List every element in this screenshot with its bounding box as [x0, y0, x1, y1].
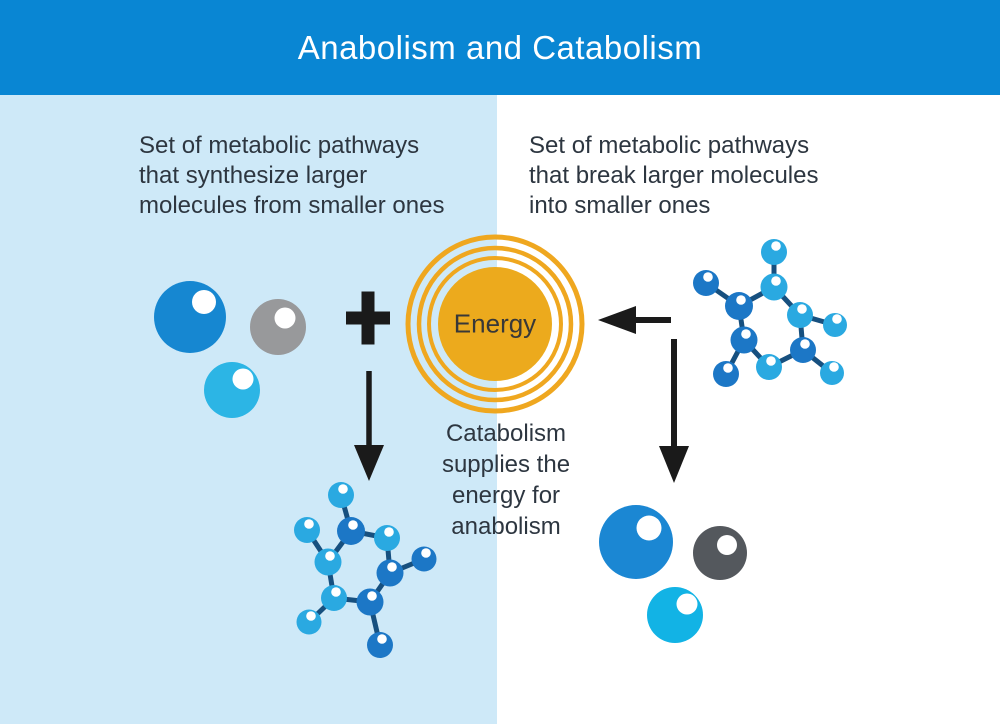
center-caption-line: Catabolism	[445, 420, 567, 447]
anabolism-description-line: molecules from smaller ones	[139, 192, 445, 219]
catabolism-description-line: into smaller ones	[529, 192, 711, 219]
sphere-highlight	[274, 307, 296, 329]
page-title: Anabolism and Catabolism	[297, 28, 703, 66]
energy-ring	[427, 256, 563, 392]
sphere-highlight	[232, 368, 254, 390]
energy-ring	[405, 234, 585, 414]
sphere-highlight	[717, 535, 737, 555]
atom-highlight	[325, 551, 335, 561]
energy-core	[438, 267, 552, 381]
atom-highlight	[331, 587, 341, 597]
large-molecule-being-broken-atom	[730, 326, 758, 354]
atom-highlight	[367, 591, 377, 601]
atom-highlight	[723, 363, 733, 373]
atom-highlight	[829, 362, 839, 372]
atom-highlight	[304, 519, 314, 529]
center-caption-line: anabolism	[451, 513, 561, 540]
atom-highlight	[384, 527, 394, 537]
catabolism-to-energy-arrow-head	[598, 306, 636, 334]
small-molecules-right-sphere	[599, 505, 673, 579]
atom-highlight	[703, 272, 713, 282]
small-molecules-left-sphere	[154, 281, 226, 353]
energy-label: Energy	[453, 308, 537, 339]
catabolism-description-line: that break larger molecules	[529, 162, 819, 189]
small-molecules-left-sphere	[204, 362, 260, 418]
atom-highlight	[771, 241, 781, 251]
small-molecules-right-sphere	[647, 587, 703, 643]
atom-highlight	[800, 339, 810, 349]
synthesized-large-molecule-atom	[314, 548, 342, 576]
small-molecules-left-sphere	[250, 299, 306, 355]
atom-highlight	[771, 276, 781, 286]
atom-highlight	[421, 548, 431, 558]
anabolism-description-line: Set of metabolic pathways	[139, 132, 420, 159]
synthesized-large-molecule-atom	[356, 588, 384, 616]
sphere-highlight	[636, 515, 662, 541]
catabolism-down-arrow-head	[659, 446, 689, 483]
atom-highlight	[377, 634, 387, 644]
catabolism-description-line: Set of metabolic pathways	[529, 132, 810, 159]
atom-highlight	[832, 314, 842, 324]
sphere-highlight	[676, 593, 698, 615]
center-caption-line: energy for	[451, 482, 561, 509]
large-molecule-being-broken-atom	[725, 292, 753, 320]
atom-highlight	[338, 484, 348, 494]
atom-highlight	[306, 611, 316, 621]
atom-highlight	[766, 356, 776, 366]
header-bar: Anabolism and Catabolism	[0, 0, 1000, 95]
center-caption-line: supplies the	[441, 451, 571, 478]
atom-highlight	[736, 295, 746, 305]
energy-ring	[416, 245, 574, 403]
small-molecules-right-sphere	[693, 526, 747, 580]
plus-icon	[346, 311, 390, 325]
synthesized-large-molecule-atom	[337, 517, 365, 545]
atom-highlight	[741, 329, 751, 339]
atom-highlight	[387, 562, 397, 572]
atom-highlight	[797, 304, 807, 314]
catabolism-description: Set of metabolic pathways that break lar…	[529, 131, 818, 221]
synthesized-large-molecule-atom	[376, 559, 404, 587]
large-molecule-being-broken-atom	[760, 273, 788, 301]
anabolism-down-arrow-head	[354, 445, 384, 481]
anabolism-description-line: that synthesize larger	[139, 162, 368, 189]
atom-highlight	[348, 520, 358, 530]
anabolism-description: Set of metabolic pathways that synthesiz…	[139, 131, 444, 221]
center-caption: Catabolism supplies the energy for anabo…	[406, 418, 606, 542]
sphere-highlight	[192, 290, 216, 314]
